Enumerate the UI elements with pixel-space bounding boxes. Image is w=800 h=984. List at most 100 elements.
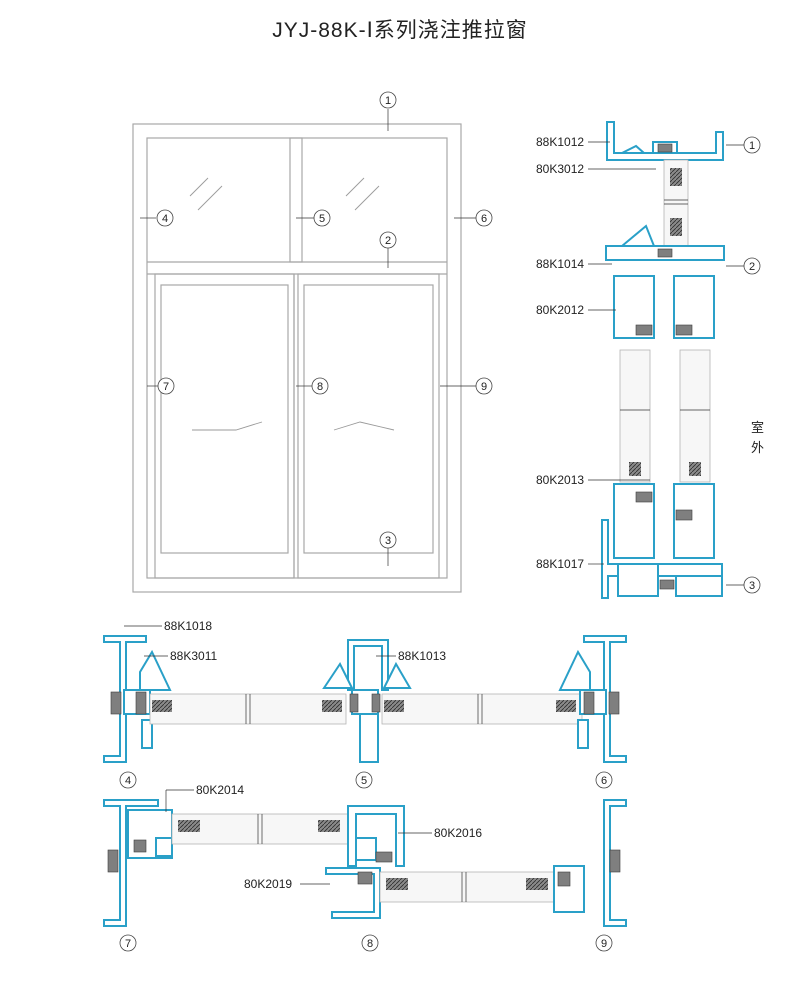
marker-3: 3 bbox=[379, 531, 397, 549]
right-sash-glass bbox=[679, 349, 711, 483]
marker-4: 4 bbox=[156, 209, 174, 227]
slide-right-jamb bbox=[603, 799, 627, 927]
spacer-5a bbox=[322, 700, 342, 712]
left-jamb-leg bbox=[141, 719, 153, 749]
inner-frame-line bbox=[146, 137, 448, 579]
svg-text:88K3011: 88K3011 bbox=[170, 649, 217, 663]
right-jamb-leg bbox=[577, 719, 589, 749]
right-sash-seal bbox=[357, 871, 373, 885]
left-spacer bbox=[629, 462, 641, 476]
svg-text:5: 5 bbox=[361, 775, 367, 787]
marker-9: 9 bbox=[475, 377, 493, 395]
window-elevation bbox=[132, 123, 462, 593]
marker-6: 6 bbox=[475, 209, 493, 227]
right-sash-glass bbox=[303, 284, 434, 554]
fixed-section-labels: 88K1018 88K3011 88K1013 4 5 6 bbox=[119, 619, 613, 789]
left-bottom-seal bbox=[635, 491, 653, 503]
marker-5: 5 bbox=[313, 209, 331, 227]
interlock-hook bbox=[355, 837, 377, 861]
svg-text:9: 9 bbox=[601, 938, 607, 950]
svg-text:8: 8 bbox=[317, 381, 323, 393]
vertical-section bbox=[601, 121, 725, 599]
svg-text:1: 1 bbox=[385, 95, 391, 107]
vertical-section-labels: 88K1012 80K3012 88K1014 80K2012 80K2013 … bbox=[536, 135, 656, 571]
spacer-4 bbox=[152, 700, 172, 712]
svg-text:1: 1 bbox=[749, 140, 755, 152]
elevation-leaders bbox=[140, 109, 476, 566]
svg-text:6: 6 bbox=[601, 775, 607, 787]
head-seal bbox=[657, 143, 673, 153]
page-title: JYJ-88K-Ⅰ系列浇注推拉窗 bbox=[272, 19, 528, 42]
upper-spacer-bottom bbox=[670, 218, 682, 236]
upper-mullion bbox=[289, 137, 303, 263]
svg-text:7: 7 bbox=[163, 381, 169, 393]
right-spacer bbox=[689, 462, 701, 476]
interlock-seal bbox=[375, 851, 393, 863]
fixed-horizontal-section bbox=[103, 635, 627, 763]
svg-text:9: 9 bbox=[481, 381, 487, 393]
upper-spacer-top bbox=[670, 168, 682, 186]
mullion-bead-left bbox=[322, 662, 354, 689]
svg-text:6: 6 bbox=[481, 213, 487, 225]
right-jamb-seal-2 bbox=[608, 691, 620, 715]
left-jamb-seal bbox=[110, 691, 122, 715]
interlock-left bbox=[347, 805, 405, 867]
svg-text:80K2014: 80K2014 bbox=[196, 783, 244, 797]
marker-1: 1 bbox=[379, 91, 397, 109]
left-top-seal bbox=[635, 324, 653, 336]
slide-spacer-l2 bbox=[318, 820, 340, 832]
slide-left-jamb bbox=[103, 799, 159, 927]
opening-direction-left bbox=[192, 421, 263, 431]
mullion-seal-l bbox=[349, 693, 359, 713]
mullion-leg bbox=[359, 713, 379, 763]
right-glazing-bead bbox=[558, 649, 591, 691]
svg-text:2: 2 bbox=[749, 261, 755, 273]
left-sash-seal bbox=[133, 839, 147, 853]
marker-8: 8 bbox=[311, 377, 329, 395]
svg-text:88K1017: 88K1017 bbox=[536, 557, 584, 571]
spacer-5b bbox=[384, 700, 404, 712]
sill-outer-track bbox=[675, 575, 723, 597]
vertical-section-markers: 1 2 3 bbox=[726, 136, 761, 594]
sliding-horizontal-section bbox=[103, 799, 627, 927]
svg-text:80K2012: 80K2012 bbox=[536, 303, 584, 317]
opening-direction-right bbox=[333, 421, 395, 431]
sill-inner-track bbox=[617, 563, 659, 597]
sliding-section-labels: 80K2014 80K2016 80K2019 7 8 9 bbox=[119, 783, 613, 952]
right-sash-outer bbox=[297, 273, 440, 579]
glass-reflection-left bbox=[189, 177, 223, 211]
left-sash-glass bbox=[160, 284, 289, 554]
slide-glass-right bbox=[379, 871, 555, 903]
slide-spacer-l1 bbox=[178, 820, 200, 832]
right-jamb-seal bbox=[583, 691, 595, 715]
svg-text:80K3012: 80K3012 bbox=[536, 162, 584, 176]
svg-text:88K1014: 88K1014 bbox=[536, 257, 584, 271]
svg-text:3: 3 bbox=[749, 580, 755, 592]
slide-spacer-r2 bbox=[526, 878, 548, 890]
svg-text:80K2016: 80K2016 bbox=[434, 826, 482, 840]
transom-seal bbox=[657, 248, 673, 258]
transom-bead bbox=[619, 224, 656, 247]
svg-text:88K1013: 88K1013 bbox=[398, 649, 446, 663]
outer-frame bbox=[132, 123, 462, 593]
left-sash-glass bbox=[619, 349, 651, 483]
marker-2: 2 bbox=[379, 231, 397, 249]
svg-text:5: 5 bbox=[319, 213, 325, 225]
left-glazing-bead bbox=[139, 649, 172, 691]
glass-reflection-right bbox=[345, 177, 380, 211]
head-frame-profile bbox=[606, 121, 724, 161]
right-sash-bottom-rail bbox=[673, 483, 715, 559]
svg-text:7: 7 bbox=[125, 938, 131, 950]
svg-text:80K2019: 80K2019 bbox=[244, 877, 292, 891]
right-top-seal bbox=[675, 324, 693, 336]
mullion-seal-r bbox=[371, 693, 381, 713]
left-sash-outer bbox=[154, 273, 295, 579]
svg-text:80K2013: 80K2013 bbox=[536, 473, 584, 487]
left-jamb-seal-2 bbox=[135, 691, 147, 715]
slide-left-seal bbox=[107, 849, 119, 873]
svg-text:4: 4 bbox=[125, 775, 131, 787]
svg-text:2: 2 bbox=[385, 235, 391, 247]
right-bottom-seal bbox=[675, 509, 693, 521]
mullion-head bbox=[347, 639, 389, 691]
